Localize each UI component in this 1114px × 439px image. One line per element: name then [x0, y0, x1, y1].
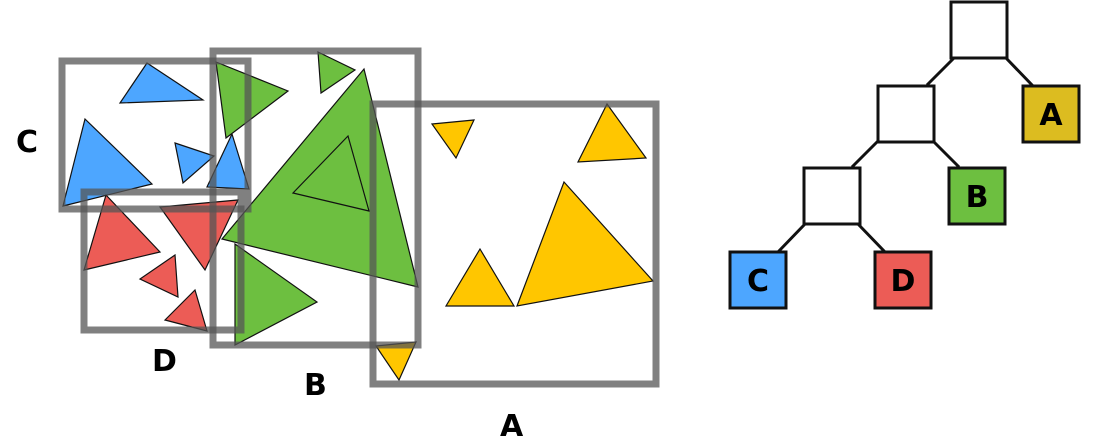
hierarchy-tree: [728, 0, 1081, 310]
tree-leaf-c-label: C: [747, 264, 769, 299]
triangle-a3-large: [516, 180, 655, 307]
triangle-a1: [430, 119, 475, 160]
bounding-boxes: [58, 47, 660, 388]
triangle-d2: [158, 199, 239, 272]
edge-root-internal1: [925, 56, 956, 87]
label-b: B: [304, 368, 327, 403]
label-a: A: [500, 409, 524, 439]
tree-node-internal-2: [802, 166, 862, 226]
triangle-b5: [234, 242, 319, 346]
tree-leaf-c: [728, 250, 788, 310]
tree-node-root: [949, 0, 1009, 60]
group-a-triangles: [374, 102, 655, 382]
label-d: D: [152, 344, 177, 379]
tree-leaf-b-label: B: [966, 180, 989, 215]
tree-leaf-a: [1021, 84, 1081, 144]
label-c: C: [16, 125, 38, 160]
tree-leaf-b: [947, 166, 1007, 226]
triangle-a4: [444, 247, 516, 307]
edge-internal2-c: [776, 222, 807, 254]
bbox-d: [80, 188, 245, 334]
bbox-b: [209, 47, 422, 349]
triangle-c1: [118, 62, 205, 104]
edge-root-a: [1004, 56, 1035, 88]
edge-internal1-internal2: [850, 139, 880, 169]
bbox-c: [58, 57, 252, 213]
edge-internal2-d: [856, 222, 887, 254]
triangle-c4: [206, 132, 250, 190]
triangle-b2: [317, 51, 357, 95]
bbox-a: [369, 100, 660, 388]
edge-internal1-b: [931, 139, 961, 169]
triangle-c3: [174, 142, 216, 185]
triangle-b4-inner: [291, 134, 370, 212]
tree-leaf-d-label: D: [891, 264, 916, 299]
tree-leaf-d: [873, 250, 933, 310]
group-b-triangles: [215, 51, 419, 346]
triangle-a2: [576, 102, 648, 163]
triangle-b1: [215, 61, 290, 140]
group-d-triangles: [83, 193, 239, 332]
group-c-triangles: [62, 62, 250, 207]
tree-node-internal-1: [876, 84, 936, 144]
triangle-d1: [83, 193, 162, 271]
triangle-d4: [163, 288, 208, 332]
tree-leaf-a-label: A: [1039, 98, 1063, 133]
triangle-d3: [138, 253, 179, 298]
